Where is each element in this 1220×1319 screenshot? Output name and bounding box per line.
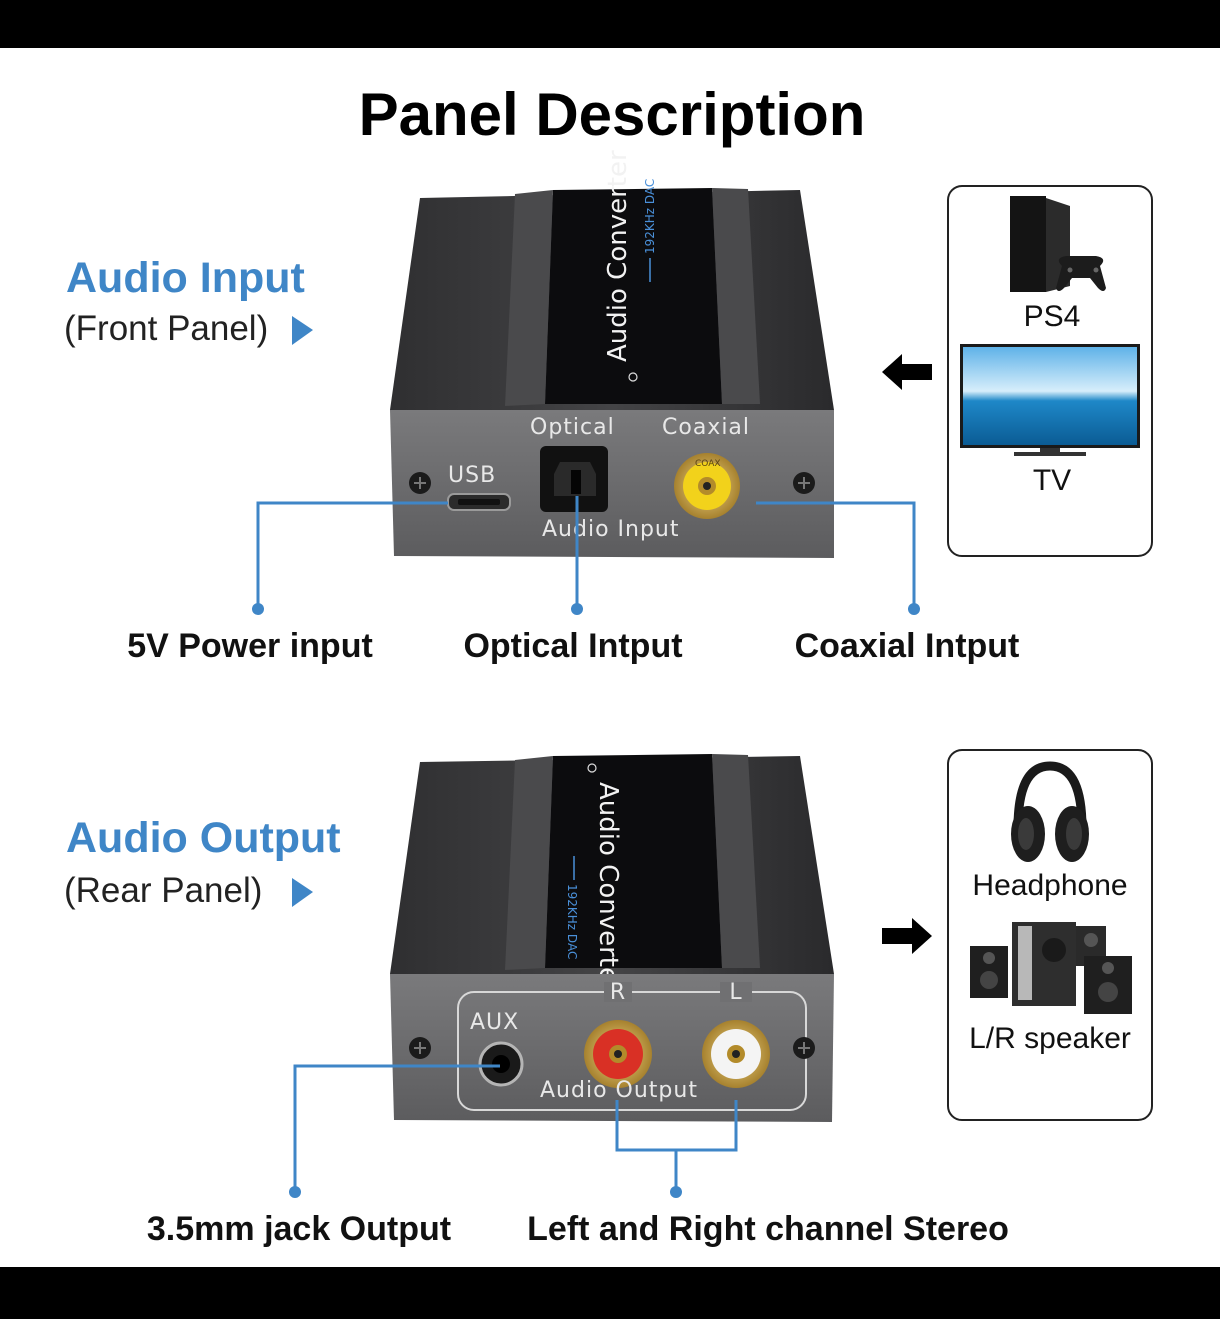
arrow-left-icon <box>882 354 932 390</box>
callout-jack-output: 3.5mm jack Output <box>147 1210 451 1248</box>
tv-icon <box>960 344 1140 456</box>
usb-leader-line <box>256 501 448 608</box>
power-led-icon <box>587 763 597 773</box>
bottom-black-bar <box>0 1267 1220 1319</box>
headphone-icon <box>1011 761 1089 862</box>
callout-power-input: 5V Power input <box>127 627 373 665</box>
source-tv-label: TV <box>1033 464 1071 497</box>
play-arrow-icon <box>292 878 313 907</box>
audio-output-panel-label: Audio Output <box>540 1078 698 1103</box>
arrow-right-icon <box>882 918 932 954</box>
ps4-icon <box>1010 196 1106 292</box>
output-headphone-label: Headphone <box>972 869 1127 902</box>
coaxial-label: Coaxial <box>662 415 750 440</box>
output-speaker-label: L/R speaker <box>969 1022 1131 1055</box>
right-channel-label: R <box>610 980 626 1005</box>
speaker-icon <box>970 922 1132 1014</box>
device-brand-label: Audio Converter <box>603 150 633 362</box>
device-label-strip <box>545 754 722 968</box>
callout-stereo-output: Left and Right channel Stereo <box>527 1210 1009 1248</box>
device-dac-label: 192KHz DAC <box>643 179 657 254</box>
usb-label: USB <box>448 463 496 488</box>
coax-ring-label: COAX <box>695 459 721 469</box>
front-device: Audio Converter 192KHz DAC USB Optical C… <box>390 150 834 558</box>
coaxial-leader-line <box>756 501 916 608</box>
page-title: Panel Description <box>359 81 866 148</box>
device-brand-label: Audio Converter <box>593 782 623 994</box>
top-black-bar <box>0 0 1220 48</box>
rear-device: Audio Converter 192KHz DAC R L AUX Audio… <box>390 754 834 1122</box>
left-channel-label: L <box>729 980 742 1005</box>
audio-input-heading: Audio Input <box>66 254 305 302</box>
audio-input-panel-label: Audio Input <box>542 517 680 542</box>
rear-panel-subheading: (Rear Panel) <box>64 871 262 910</box>
power-led-icon <box>628 372 638 382</box>
source-ps4-label: PS4 <box>1024 300 1081 333</box>
front-panel-subheading: (Front Panel) <box>64 309 268 348</box>
audio-output-heading: Audio Output <box>66 814 341 862</box>
aux-leader-line <box>293 1064 500 1191</box>
aux-label: AUX <box>470 1010 519 1035</box>
optical-label: Optical <box>530 415 615 440</box>
front-panel-face <box>390 410 834 558</box>
callout-optical-input: Optical Intput <box>463 627 682 665</box>
callout-coaxial-input: Coaxial Intput <box>795 627 1020 665</box>
device-dac-label: 192KHz DAC <box>565 884 579 959</box>
play-arrow-icon <box>292 316 313 345</box>
device-label-strip <box>545 188 722 404</box>
